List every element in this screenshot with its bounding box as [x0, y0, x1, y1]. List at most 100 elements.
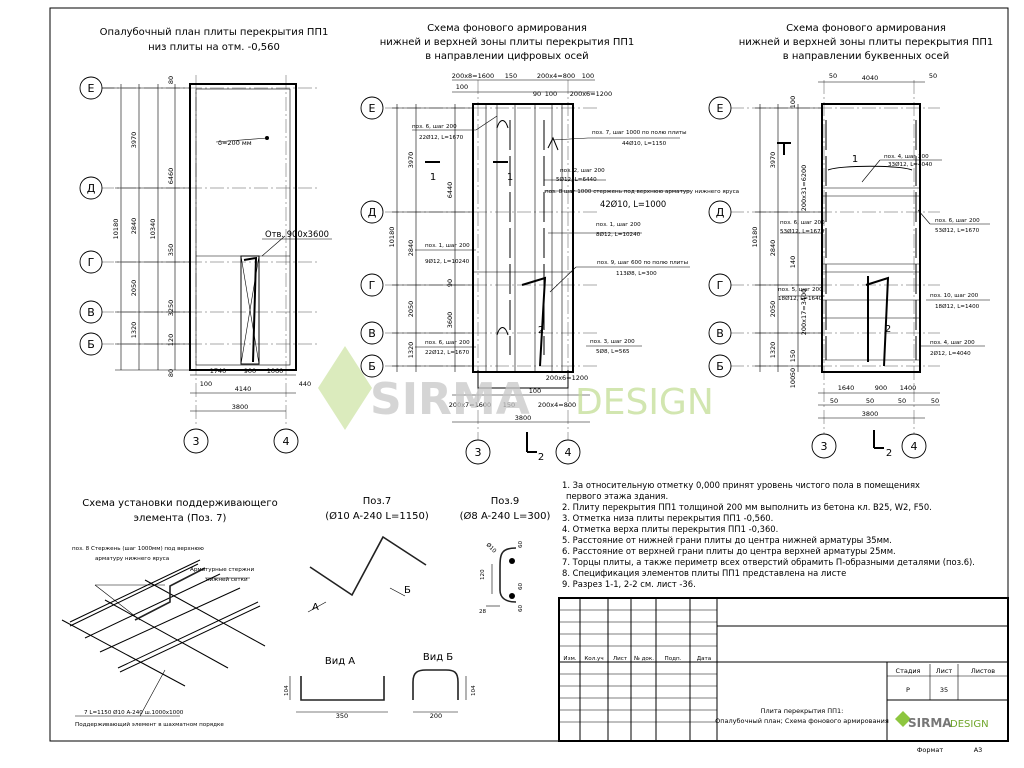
letter-plan-title-line3: в направлении буквенных осей: [783, 51, 949, 62]
title-block: Изм. Кол.уч Лист № док. Подп. Дата Стади…: [558, 597, 1009, 754]
letter-callout: поз. 5, шаг 200: [778, 287, 823, 293]
axis-bubble-g: [360, 273, 384, 297]
digit-dim: 90: [533, 90, 541, 98]
poz7-title-line1: Поз.7: [363, 496, 392, 507]
digit-callout: поз. 6, шаг 200: [412, 124, 457, 130]
digit-dim: 6440: [446, 182, 454, 199]
section-mark: 1: [852, 154, 858, 165]
digit-dim: 150: [503, 401, 515, 409]
tb-column: Дата: [697, 656, 711, 662]
general-notes: 1. За относительную отметку 0,000 принят…: [562, 480, 975, 589]
letter-callout: 2Ø12, L=4040: [930, 350, 971, 357]
vid-a-dim: 104: [284, 685, 290, 696]
axis-label: Д: [368, 206, 377, 219]
axis-label: 3: [475, 446, 482, 459]
axis-bubble-d: [708, 200, 732, 224]
tb-logo-icon: [895, 711, 911, 727]
tb-description: Плита перекрытия ПП1:: [761, 707, 844, 715]
letter-dim: 10180: [751, 227, 759, 248]
digit-dim: 3800: [515, 414, 532, 422]
letter-dim: 1320: [769, 342, 777, 359]
reinforcement-letter-axes-plan: Схема фонового армирования нижней и верх…: [708, 23, 993, 459]
letter-callout: 53Ø12, L=1670: [935, 227, 980, 234]
poz7-view-b: Б: [404, 585, 411, 596]
digit-callout: поз. 1, шаг 200: [596, 222, 641, 228]
axis-bubble-b: [360, 354, 384, 378]
digit-plan-title-line1: Схема фонового армирования: [427, 23, 587, 34]
digit-callout: 5Ø8, L=565: [596, 348, 630, 355]
formwork-dim: 350: [167, 244, 175, 256]
letter-dim: 3970: [769, 152, 777, 169]
digit-callout: поз. 9, шаг 600 по полю плиты: [597, 260, 688, 266]
digit-dim: 2050: [407, 301, 415, 318]
note-line: 5. Расстояние от нижней грани плиты до ц…: [562, 535, 892, 545]
poz9-dim: 60: [518, 582, 524, 590]
formwork-dim: 6460: [167, 168, 175, 185]
axis-label: Е: [369, 102, 376, 115]
formwork-title-line1: Опалубочный план плиты перекрытия ПП1: [100, 27, 329, 38]
digit-dim: 100: [582, 72, 594, 80]
digit-callout: 22Ø12, L=1670: [419, 134, 464, 141]
tb-stage: Р: [906, 686, 910, 694]
letter-dim: 4040: [862, 74, 879, 82]
formwork-dim: 80: [167, 369, 175, 377]
digit-callout: 22Ø12, L=1670: [425, 349, 470, 356]
axis-bubble-3: [811, 433, 837, 459]
digit-dim: 150: [505, 72, 517, 80]
letter-dim: 200х31=6200: [800, 165, 808, 212]
digit-callout: поз. 3, шаг 200: [590, 339, 635, 345]
letter-callout: поз. 6, шаг 200: [780, 220, 825, 226]
formwork-dim: 2840: [130, 218, 138, 235]
detail-poz7: Поз.7 (Ø10 A-240 L=1150) А Б: [307, 496, 429, 613]
formwork-dim: 10180: [112, 219, 120, 240]
formwork-dim: 2050: [130, 280, 138, 297]
axis-label: Е: [88, 82, 95, 95]
poz9-dim: 60: [518, 540, 524, 548]
poz9-title-line1: Поз.9: [491, 496, 520, 507]
detail-vid-a: Вид А 104 350: [284, 656, 388, 720]
axis-label: Д: [716, 206, 725, 219]
digit-dim: 3600: [446, 312, 454, 329]
letter-dim: 100: [789, 376, 797, 388]
axis-bubble-d: [360, 200, 384, 224]
support-label-top: поз. 8 Стержень (шаг 1000мм) под верхнюю: [72, 546, 204, 552]
axis-label: Г: [717, 279, 724, 292]
letter-dim: 900: [875, 384, 887, 392]
axis-label: В: [87, 306, 95, 319]
digit-callout: поз. 8 шаг 1000 стержень под верхнюю арм…: [545, 189, 739, 195]
section-mark: 2: [538, 325, 544, 336]
vid-a-dim: 350: [336, 712, 348, 720]
tb-stage-label: Стадия: [896, 667, 921, 675]
formwork-dim: 1740: [210, 367, 227, 375]
formwork-plan: Опалубочный план плиты перекрытия ПП1 ни…: [79, 27, 332, 454]
formwork-dim: 10340: [149, 219, 157, 240]
formwork-title-line2: низ плиты на отм. -0,560: [148, 42, 280, 53]
axis-label: 4: [911, 440, 918, 453]
digit-dim: 200х4=800: [537, 72, 575, 80]
tb-logo-right: DESIGN: [950, 719, 989, 730]
formwork-dim: 440: [299, 380, 311, 388]
poz9-dim: Ø10: [485, 541, 498, 554]
support-label-top: арматуру нижнего яруса: [95, 556, 169, 562]
watermark-diamond-icon: [318, 346, 372, 430]
detail-vid-b: Вид Б 104 200: [412, 652, 477, 720]
tb-logo-left: SIRMA: [908, 716, 952, 730]
formwork-dim: 100: [200, 380, 212, 388]
tb-column: № док.: [634, 656, 654, 662]
axis-label: 4: [565, 446, 572, 459]
axis-label: 3: [821, 440, 828, 453]
axis-bubble-b: [79, 332, 103, 356]
section-mark: 2: [886, 448, 892, 459]
digit-dim: 200х8=1600: [452, 72, 494, 80]
axis-bubble-3: [183, 428, 209, 454]
letter-dim: 50: [830, 397, 838, 405]
digit-dim: 200х4=800: [538, 401, 576, 409]
note-line: 3. Отметка низа плиты перекрытия ПП1 -0,…: [562, 513, 773, 523]
axis-bubble-e: [708, 96, 732, 120]
digit-plan-title-line2: нижней и верхней зоны плиты перекрытия П…: [380, 37, 635, 48]
formwork-dim: 4140: [235, 385, 252, 393]
digit-plan-title-line3: в направлении цифровых осей: [425, 51, 588, 62]
letter-dim: 50: [929, 72, 937, 80]
digit-dim: 200х7=1600: [449, 401, 491, 409]
